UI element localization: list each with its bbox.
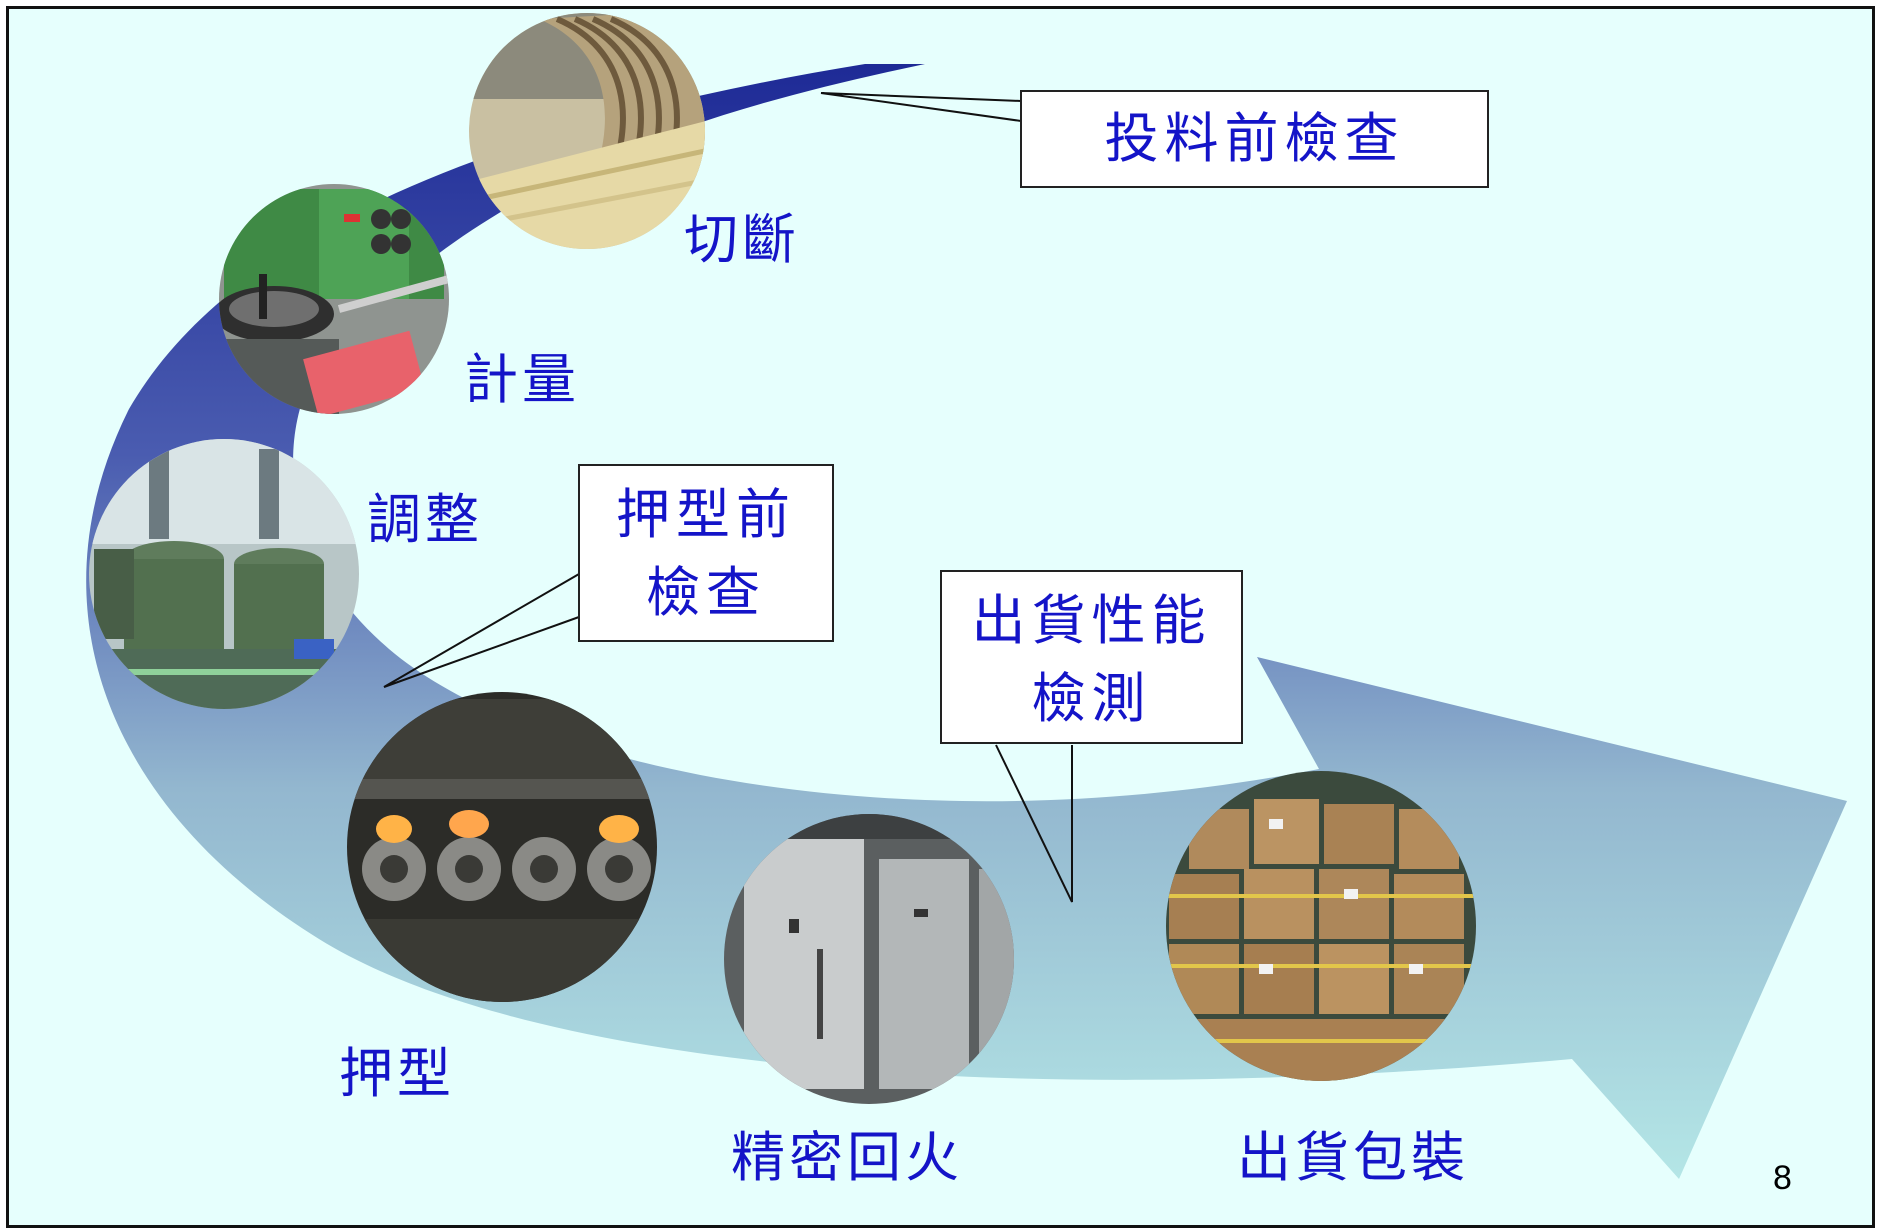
- slide-number: 8: [1773, 1159, 1792, 1197]
- cutting-photo: [469, 13, 705, 249]
- callout-shipping-test-line2: 檢測: [1031, 667, 1152, 730]
- step-label-cutting: 切斷: [684, 208, 800, 271]
- packing-photo: [1166, 771, 1476, 1081]
- callout-pointer-shipping-test: [995, 744, 1073, 903]
- step-label-measuring: 計量: [464, 348, 580, 411]
- step-label-packing: 出貨包裝: [1237, 1126, 1469, 1189]
- callout-pointer-pre-feed: [820, 92, 1022, 122]
- step-label-tempering: 精密回火: [731, 1126, 963, 1189]
- step-label-adjusting: 調整: [367, 488, 483, 551]
- callout-pre-press-line2: 檢查: [646, 561, 766, 624]
- callout-shipping-test: 出貨性能 檢測: [940, 570, 1243, 744]
- callout-pre-feed-inspection: 投料前檢查: [1020, 90, 1489, 188]
- callout-pre-feed-text: 投料前檢查: [1104, 107, 1405, 170]
- slide: 切斷 計量 調整 押型 精密回火 出貨包裝 投料前檢查 押型前 檢查 出貨性能 …: [6, 6, 1875, 1228]
- callout-pre-press-line1: 押型前: [616, 483, 796, 546]
- tempering-photo: [724, 814, 1014, 1104]
- adjusting-photo: [89, 439, 359, 709]
- callout-pointer-pre-press: [383, 573, 580, 688]
- pressing-photo: [347, 692, 657, 1002]
- process-flow-diagram: [86, 13, 1848, 1179]
- step-label-pressing: 押型: [339, 1042, 455, 1105]
- callout-shipping-test-line1: 出貨性能: [971, 589, 1212, 652]
- callout-pre-press-inspection: 押型前 檢查: [578, 464, 834, 642]
